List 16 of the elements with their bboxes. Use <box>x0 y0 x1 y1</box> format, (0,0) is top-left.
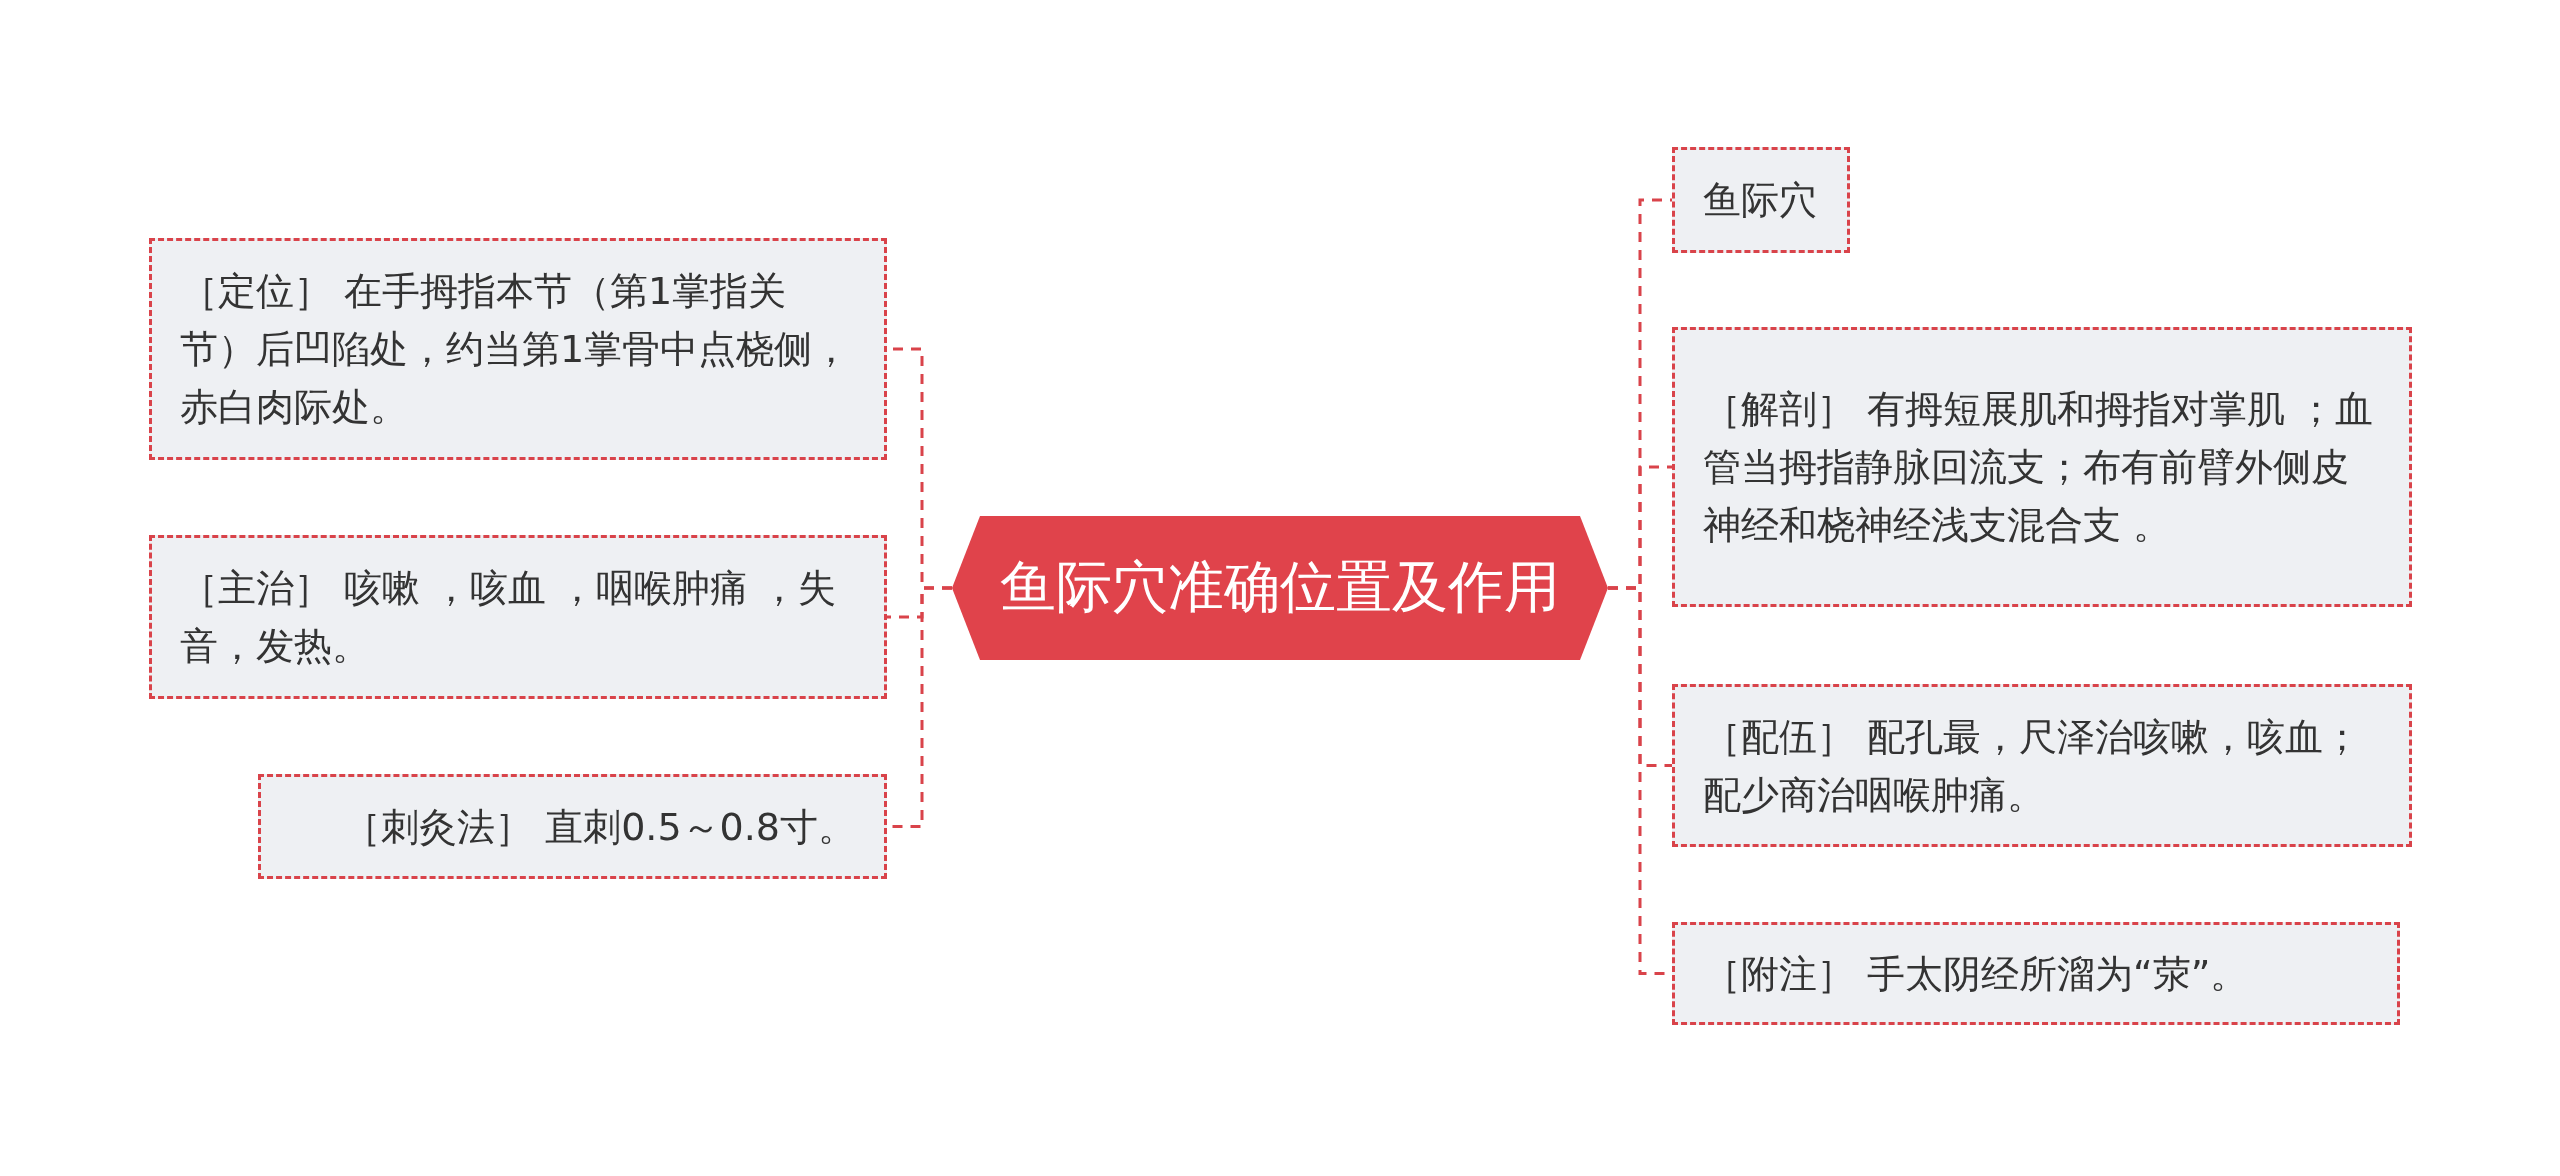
topic-box <box>1672 147 1850 253</box>
topic-box <box>149 535 887 699</box>
topic-text: ［定位］ 在手拇指本节（第1掌指关节）后凹陷处，约当第1掌骨中点桡侧，赤白肉际处。 <box>180 268 852 431</box>
topic-text: ［解剖］ 有拇短展肌和拇指对掌肌 ；血管当拇指静脉回流支；布有前臂外侧皮神经和桡神经浅支混合支 。 <box>1703 386 2375 549</box>
topic-text: ［主治］ 咳嗽 ，咳血 ，咽喉肿痛 ，失音，发热。 <box>180 565 838 670</box>
topic-box <box>258 774 887 879</box>
topic-text: 鱼际穴 <box>1703 177 1817 224</box>
topic-box <box>1672 922 2400 1025</box>
topic-text: ［配伍］ 配孔最，尺泽治咳嗽，咳血；配少商治咽喉肿痛。 <box>1703 713 2363 819</box>
topic-box <box>1672 327 2412 607</box>
topic-box <box>149 238 887 460</box>
topic-box <box>1672 684 2412 847</box>
central-topic-hexagon <box>952 516 1608 660</box>
topic-text: 鱼际穴准确位置及作用 <box>1000 553 1560 621</box>
topic-text: ［刺灸法］ 直刺0.5～0.8寸。 <box>343 803 856 851</box>
topic-text: ［附注］ 手太阴经所溜为“荥”。 <box>1703 950 2249 998</box>
